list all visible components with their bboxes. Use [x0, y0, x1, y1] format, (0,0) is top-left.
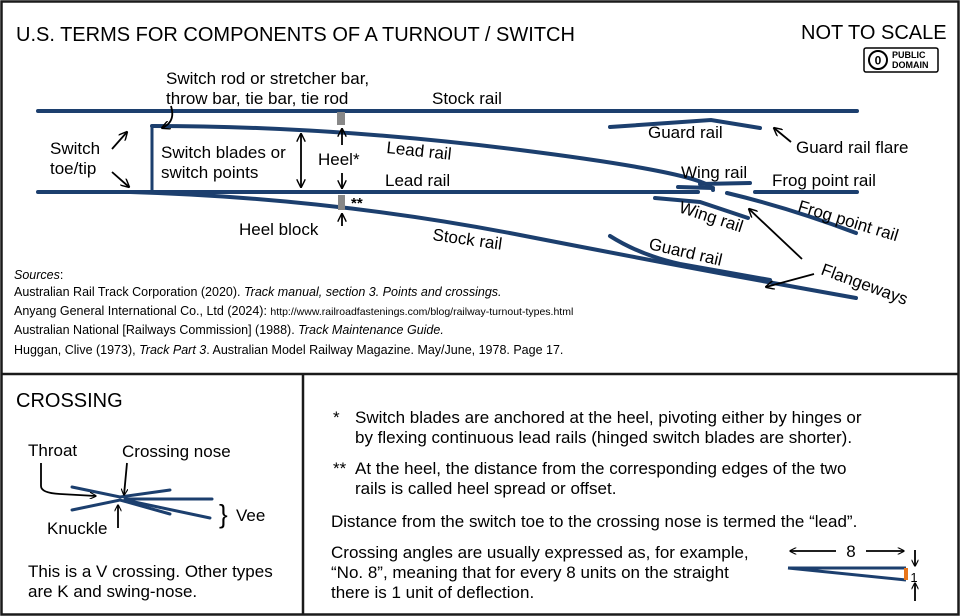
crossing-wing-rail-lower: [70, 498, 172, 516]
source-2-text: Anyang General International Co., Ltd (2…: [14, 304, 270, 318]
switch-rod-label-2: throw bar, tie bar, tie rod: [166, 89, 348, 108]
note-4-line3: there is 1 unit of deflection.: [331, 583, 534, 602]
crossing-vee-diverging: [123, 498, 212, 520]
source-3-title: Track Maintenance Guide.: [298, 323, 444, 337]
angle-run-label: 8: [846, 542, 855, 561]
crossing-panel: CROSSING Throat Crossing nose Knuckle } …: [16, 390, 273, 601]
wing-rail-upper-label: Wing rail: [681, 163, 747, 182]
source-1-title: Track manual, section 3. Points and cros…: [244, 285, 502, 299]
guard-rail-bottom: [608, 234, 772, 282]
turnout-labels: Switch rod or stretcher bar, throw bar, …: [50, 69, 910, 309]
vee-label: Vee: [236, 506, 265, 525]
svg-text:Australian National [Railways: Australian National [Railways Commission…: [14, 323, 444, 337]
sources: Sources: Australian Rail Track Corporati…: [14, 268, 573, 357]
note-1-line1: Switch blades are anchored at the heel, …: [355, 408, 862, 427]
public-domain-icon: 0 PUBLIC DOMAIN: [863, 47, 939, 73]
notes-panel: * Switch blades are anchored at the heel…: [331, 408, 918, 602]
note-2-stars: **: [333, 459, 347, 478]
svg-text:Sources:: Sources:: [14, 268, 63, 282]
wing-rail-lower-label: Wing rail: [677, 198, 746, 237]
crossing-heading: CROSSING: [16, 390, 123, 412]
crossing-note-2: are K and swing-nose.: [28, 582, 197, 601]
vee-brace: }: [219, 499, 228, 529]
crossing-angle-diagram: 8 1: [787, 542, 918, 601]
turnout-rails: [36, 109, 859, 300]
heel-block-marker: [338, 195, 345, 210]
note-1-line2: by flexing continuous lead rails (hinged…: [355, 428, 852, 447]
knuckle-label: Knuckle: [47, 519, 107, 538]
svg-text:Anyang General International C: Anyang General International Co., Ltd (2…: [14, 304, 573, 318]
crossing-note-1: This is a V crossing. Other types: [28, 562, 273, 581]
frog-point-lower-label: Frog point rail: [796, 197, 901, 246]
wing-rail-upper-b: [698, 181, 752, 186]
frog-point-upper-label: Frog point rail: [772, 171, 876, 190]
crossing-wing-rail-upper: [70, 485, 172, 499]
source-3-text: Australian National [Railways Commission…: [14, 323, 298, 337]
svg-text:Huggan, Clive (1973), Track Pa: Huggan, Clive (1973), Track Part 3. Aust…: [14, 343, 563, 357]
source-2-url: http://www.railroadfastenings.com/blog/r…: [270, 306, 573, 318]
badge-line1: PUBLIC: [892, 50, 926, 60]
heel-label: Heel*: [318, 150, 360, 169]
switch-toe-label-1: Switch: [50, 139, 100, 158]
double-star-marker: **: [351, 195, 363, 212]
not-to-scale-label: NOT TO SCALE: [801, 22, 947, 44]
guard-rail-top: [608, 117, 762, 130]
source-1-text: Australian Rail Track Corporation (2020)…: [14, 285, 244, 299]
throat-label: Throat: [28, 441, 77, 460]
switch-blades-label-1: Switch blades or: [161, 143, 286, 162]
stock-rail-top-label: Stock rail: [432, 89, 502, 108]
note-3: Distance from the switch toe to the cros…: [331, 512, 857, 531]
switch-rod-label-1: Switch rod or stretcher bar,: [166, 69, 369, 88]
guard-rail-top-label: Guard rail: [648, 123, 723, 142]
sources-heading: Sources: [14, 268, 60, 282]
wing-rail-upper-a: [676, 185, 715, 190]
note-1-star: *: [333, 408, 340, 427]
switch-toe-label-2: toe/tip: [50, 159, 96, 178]
source-4-text-b: . Australian Model Railway Magazine. May…: [206, 343, 563, 357]
source-4-text-a: Huggan, Clive (1973),: [14, 343, 139, 357]
note-2-line2: rails is called heel spread or offset.: [355, 479, 616, 498]
flangeways-label: Flangeways: [819, 260, 911, 309]
heel-block-label: Heel block: [239, 220, 319, 239]
badge-line2: DOMAIN: [892, 60, 929, 70]
frog-point-rail-diverging: [725, 191, 858, 235]
angle-rise-label: 1: [910, 570, 917, 585]
note-2-line1: At the heel, the distance from the corre…: [355, 459, 846, 478]
wing-rail-lower: [653, 196, 750, 220]
note-4-line2: “No. 8”, meaning that for every 8 units …: [331, 563, 729, 582]
lead-rail-curved: [150, 124, 715, 192]
lead-rail-lower-label: Lead rail: [385, 171, 450, 190]
source-4-title: Track Part 3: [139, 343, 206, 357]
crossing-nose-label: Crossing nose: [122, 442, 231, 461]
switch-blades-label-2: switch points: [161, 163, 258, 182]
page-title: U.S. TERMS FOR COMPONENTS OF A TURNOUT /…: [16, 24, 575, 46]
stretcher-bar-marker: [337, 112, 345, 125]
svg-text:Australian Rail Track Corporat: Australian Rail Track Corporation (2020)…: [14, 285, 502, 299]
arrow-icon: [111, 105, 815, 287]
stock-rail-bottom: [128, 190, 858, 300]
guard-rail-flare-label: Guard rail flare: [796, 138, 908, 157]
sources-colon: :: [60, 268, 63, 282]
badge-zero: 0: [875, 54, 882, 68]
note-4-line1: Crossing angles are usually expressed as…: [331, 543, 749, 562]
